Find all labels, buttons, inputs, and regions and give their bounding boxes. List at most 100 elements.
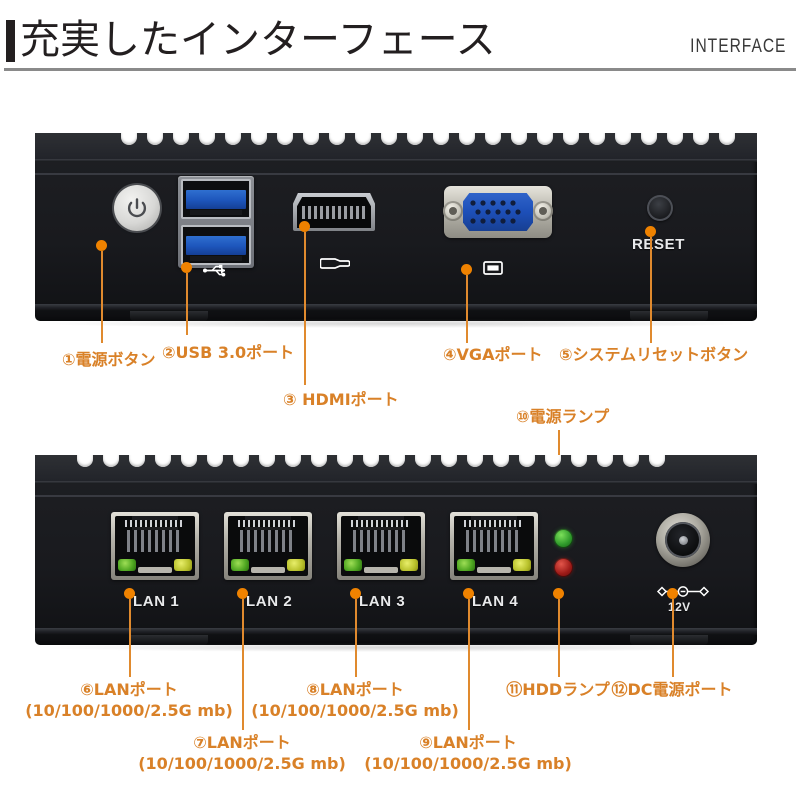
callout-leader-8 <box>355 599 357 677</box>
callout-leader-1 <box>101 251 103 343</box>
system-reset-button[interactable] <box>647 195 673 221</box>
lan-port-3[interactable] <box>337 512 425 580</box>
usb-trident-icon <box>203 264 226 277</box>
callout-dot-3 <box>299 221 310 232</box>
vga-thumbscrew-left[interactable] <box>443 201 463 221</box>
callout-dot-5 <box>645 226 656 237</box>
callout-label-7-text: ⑦LANポート <box>193 733 291 752</box>
callout-leader-3 <box>304 232 306 385</box>
callout-label-4: ④VGAポート <box>443 345 543 364</box>
callout-label-6-text: ⑥LANポート <box>80 680 178 699</box>
reset-silkscreen-label: RESET <box>632 236 686 253</box>
callout-dot-12 <box>667 588 678 599</box>
callout-label-3: ③ HDMIポート <box>283 390 399 409</box>
lan-3-led-right <box>400 559 418 571</box>
callout-leader-7 <box>242 599 244 730</box>
rear-panel-photo: LAN 1 LAN 2 LAN 3 <box>35 455 757 652</box>
front-chassis <box>35 133 757 321</box>
usb-3-port-stack[interactable] <box>178 176 254 268</box>
callout-label-12: ⑫DC電源ポート <box>611 680 733 699</box>
lan-4-led-left <box>457 559 475 571</box>
power-icon <box>127 198 147 218</box>
dc-center-pin <box>679 536 688 545</box>
rear-chassis-lip <box>35 628 757 635</box>
front-heatsink-fins <box>35 133 757 159</box>
front-chassis-seam <box>35 159 757 162</box>
lan-2-led-right <box>287 559 305 571</box>
callout-label-7-spec: (10/100/1000/2.5G mb) <box>138 754 346 773</box>
rear-chassis-seam-secondary <box>35 495 757 497</box>
front-foot-right <box>630 311 708 321</box>
vga-thumbscrew-right[interactable] <box>533 201 553 221</box>
callout-label-9: ⑨LANポート (10/100/1000/2.5G mb) <box>364 733 572 774</box>
callout-label-9-text: ⑨LANポート <box>419 733 517 752</box>
callout-leader-5 <box>650 237 652 343</box>
callout-label-1: ①電源ボタン <box>62 350 156 369</box>
callout-dot-4 <box>461 264 472 275</box>
hdmi-connector-icon <box>320 258 350 269</box>
callout-dot-6 <box>124 588 135 599</box>
callout-dot-8 <box>350 588 361 599</box>
dc-polarity-icon <box>656 586 710 597</box>
callout-dot-2 <box>181 262 192 273</box>
callout-leader-9 <box>468 599 470 730</box>
rear-heatsink-fins <box>35 455 757 481</box>
callout-dot-11 <box>553 588 564 599</box>
front-drop-shadow <box>43 319 749 328</box>
lan-1-silkscreen-label: LAN 1 <box>133 593 180 610</box>
callout-label-2: ②USB 3.0ポート <box>162 343 295 362</box>
hdd-led-indicator <box>554 558 573 577</box>
front-chassis-seam-secondary <box>35 173 757 175</box>
callout-leader-4 <box>466 275 468 343</box>
callout-dot-9 <box>463 588 474 599</box>
callout-label-8-spec: (10/100/1000/2.5G mb) <box>251 701 459 720</box>
page-header: 充実したインターフェース INTERFACE <box>0 0 800 78</box>
callout-label-6-spec: (10/100/1000/2.5G mb) <box>25 701 233 720</box>
rear-foot-left <box>130 635 208 645</box>
rear-drop-shadow <box>43 643 749 652</box>
lan-4-silkscreen-label: LAN 4 <box>472 593 519 610</box>
callout-label-9-spec: (10/100/1000/2.5G mb) <box>364 754 572 773</box>
callout-leader-6 <box>129 599 131 677</box>
dc-power-port[interactable] <box>656 513 710 567</box>
callout-dot-7 <box>237 588 248 599</box>
page-subtitle: INTERFACE <box>689 36 786 57</box>
front-foot-left <box>130 311 208 321</box>
power-button[interactable] <box>114 185 160 231</box>
lan-3-silkscreen-label: LAN 3 <box>359 593 406 610</box>
lan-2-led-left <box>231 559 249 571</box>
lan-3-led-left <box>344 559 362 571</box>
power-led-indicator <box>554 529 573 548</box>
page-title: 充実したインターフェース <box>20 17 496 63</box>
header-divider <box>4 68 796 71</box>
vga-port[interactable] <box>443 186 553 238</box>
lan-1-led-right <box>174 559 192 571</box>
callout-label-8: ⑧LANポート (10/100/1000/2.5G mb) <box>251 680 459 721</box>
callout-leader-12 <box>672 599 674 677</box>
callout-label-6: ⑥LANポート (10/100/1000/2.5G mb) <box>25 680 233 721</box>
lan-port-1[interactable] <box>111 512 199 580</box>
usb-3-port-upper[interactable] <box>181 179 251 219</box>
front-panel-photo: RESET <box>35 133 757 328</box>
display-monitor-icon <box>483 261 503 275</box>
callout-label-8-text: ⑧LANポート <box>306 680 404 699</box>
callout-label-11: ⑪HDDランプ <box>506 680 610 699</box>
lan-2-silkscreen-label: LAN 2 <box>246 593 293 610</box>
usb-3-port-lower[interactable] <box>181 225 251 265</box>
vga-pin-holes <box>470 200 521 224</box>
callout-leader-11 <box>558 599 560 677</box>
lan-4-led-right <box>513 559 531 571</box>
rear-chassis-seam <box>35 481 757 484</box>
lan-port-4[interactable] <box>450 512 538 580</box>
title-accent-bar <box>6 20 15 62</box>
callout-label-10: ⑩電源ランプ <box>516 407 610 426</box>
hdmi-port[interactable] <box>293 193 375 231</box>
front-chassis-lip <box>35 304 757 311</box>
lan-port-2[interactable] <box>224 512 312 580</box>
lan-1-led-left <box>118 559 136 571</box>
rear-foot-right <box>630 635 708 645</box>
callout-label-5: ⑤システムリセットボタン <box>559 345 749 364</box>
callout-dot-1 <box>96 240 107 251</box>
callout-label-7: ⑦LANポート (10/100/1000/2.5G mb) <box>138 733 346 774</box>
